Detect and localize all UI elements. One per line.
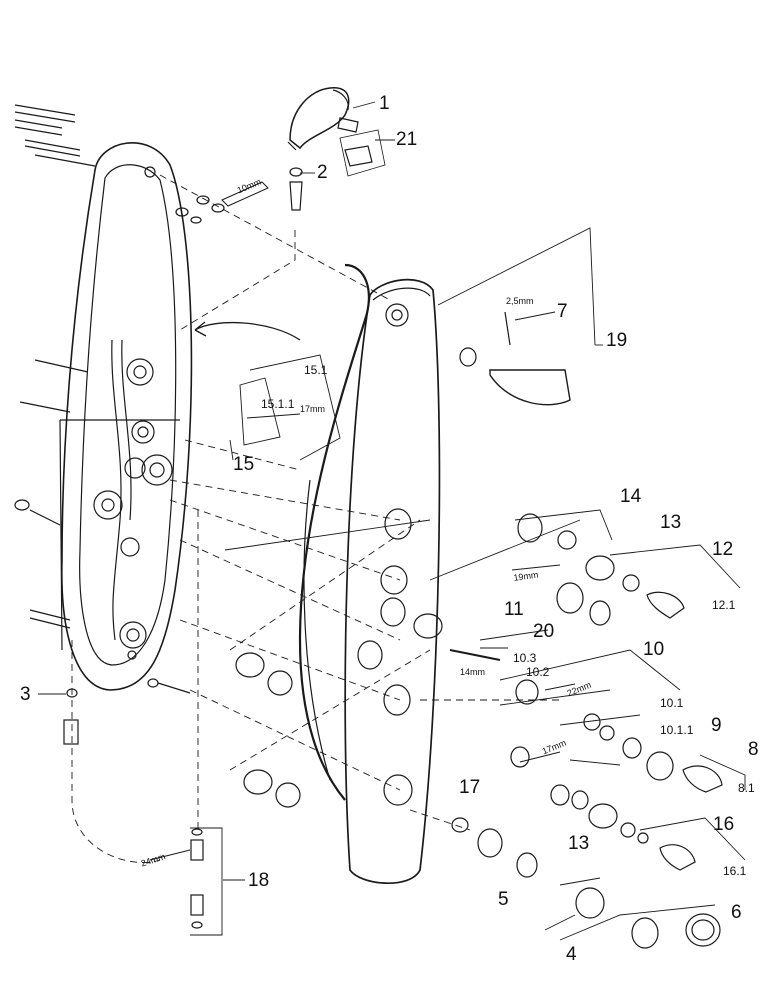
callout-frames [190, 227, 746, 941]
wall-screws-mid [14, 359, 191, 694]
sub-number-10-1-1: 10.1.1 [660, 723, 694, 737]
part-number-20: 20 [533, 621, 555, 642]
part-number-13: 13 [660, 512, 682, 533]
wrench-icons [149, 181, 576, 861]
washers-top [175, 195, 225, 224]
part-number-14: 14 [620, 486, 642, 507]
part-number-16: 16 [713, 814, 735, 835]
seal-gasket [298, 263, 370, 801]
part-number-5: 5 [498, 889, 509, 910]
sub-number-10-1: 10.1 [660, 696, 684, 710]
part-number-2: 2 [317, 162, 328, 183]
assembly-arrow [194, 322, 301, 341]
part-number-15: 15 [233, 454, 255, 475]
part-number-3: 3 [20, 684, 31, 705]
right-side-parts [235, 311, 723, 949]
sub-number-8-1: 8.1 [738, 781, 755, 795]
part-number-7: 7 [557, 301, 568, 322]
part-number-17: 17 [459, 777, 481, 798]
part-number-11: 11 [504, 599, 524, 620]
sub-number-10-3: 10.3 [513, 651, 537, 665]
part-number-4: 4 [566, 944, 577, 965]
part-number-6: 6 [731, 902, 742, 923]
part-number-1: 1 [379, 93, 390, 114]
part-number-13-lower: 13 [568, 833, 590, 854]
hand-shower [287, 87, 386, 211]
part-number-9: 9 [711, 715, 722, 736]
tool-size-17mm-top: 17mm [300, 404, 326, 414]
sub-number-15-1-1: 15.1.1 [261, 397, 295, 411]
part-number-12: 12 [712, 539, 734, 560]
sub-number-10-2: 10.2 [526, 665, 550, 679]
sub-number-12-1: 12.1 [712, 598, 736, 612]
sub-number-15-1: 15.1 [304, 363, 328, 377]
sub-number-16-1: 16.1 [723, 864, 747, 878]
number-leaders [38, 101, 603, 931]
part-number-8: 8 [748, 739, 759, 760]
part-number-21: 21 [396, 129, 418, 150]
part-number-19: 19 [606, 330, 628, 351]
item-18-parts [190, 828, 204, 929]
part-number-10: 10 [643, 639, 665, 660]
part-number-18: 18 [248, 870, 270, 891]
tool-size-2-5mm: 2,5mm [506, 296, 534, 306]
item-3-fitting [63, 688, 79, 745]
front-cover-panel [344, 278, 443, 884]
shower-panel-body [59, 142, 193, 691]
wall-screws-top [14, 104, 96, 167]
tool-size-14mm: 14mm [460, 667, 486, 677]
dash-leaders [71, 174, 560, 863]
